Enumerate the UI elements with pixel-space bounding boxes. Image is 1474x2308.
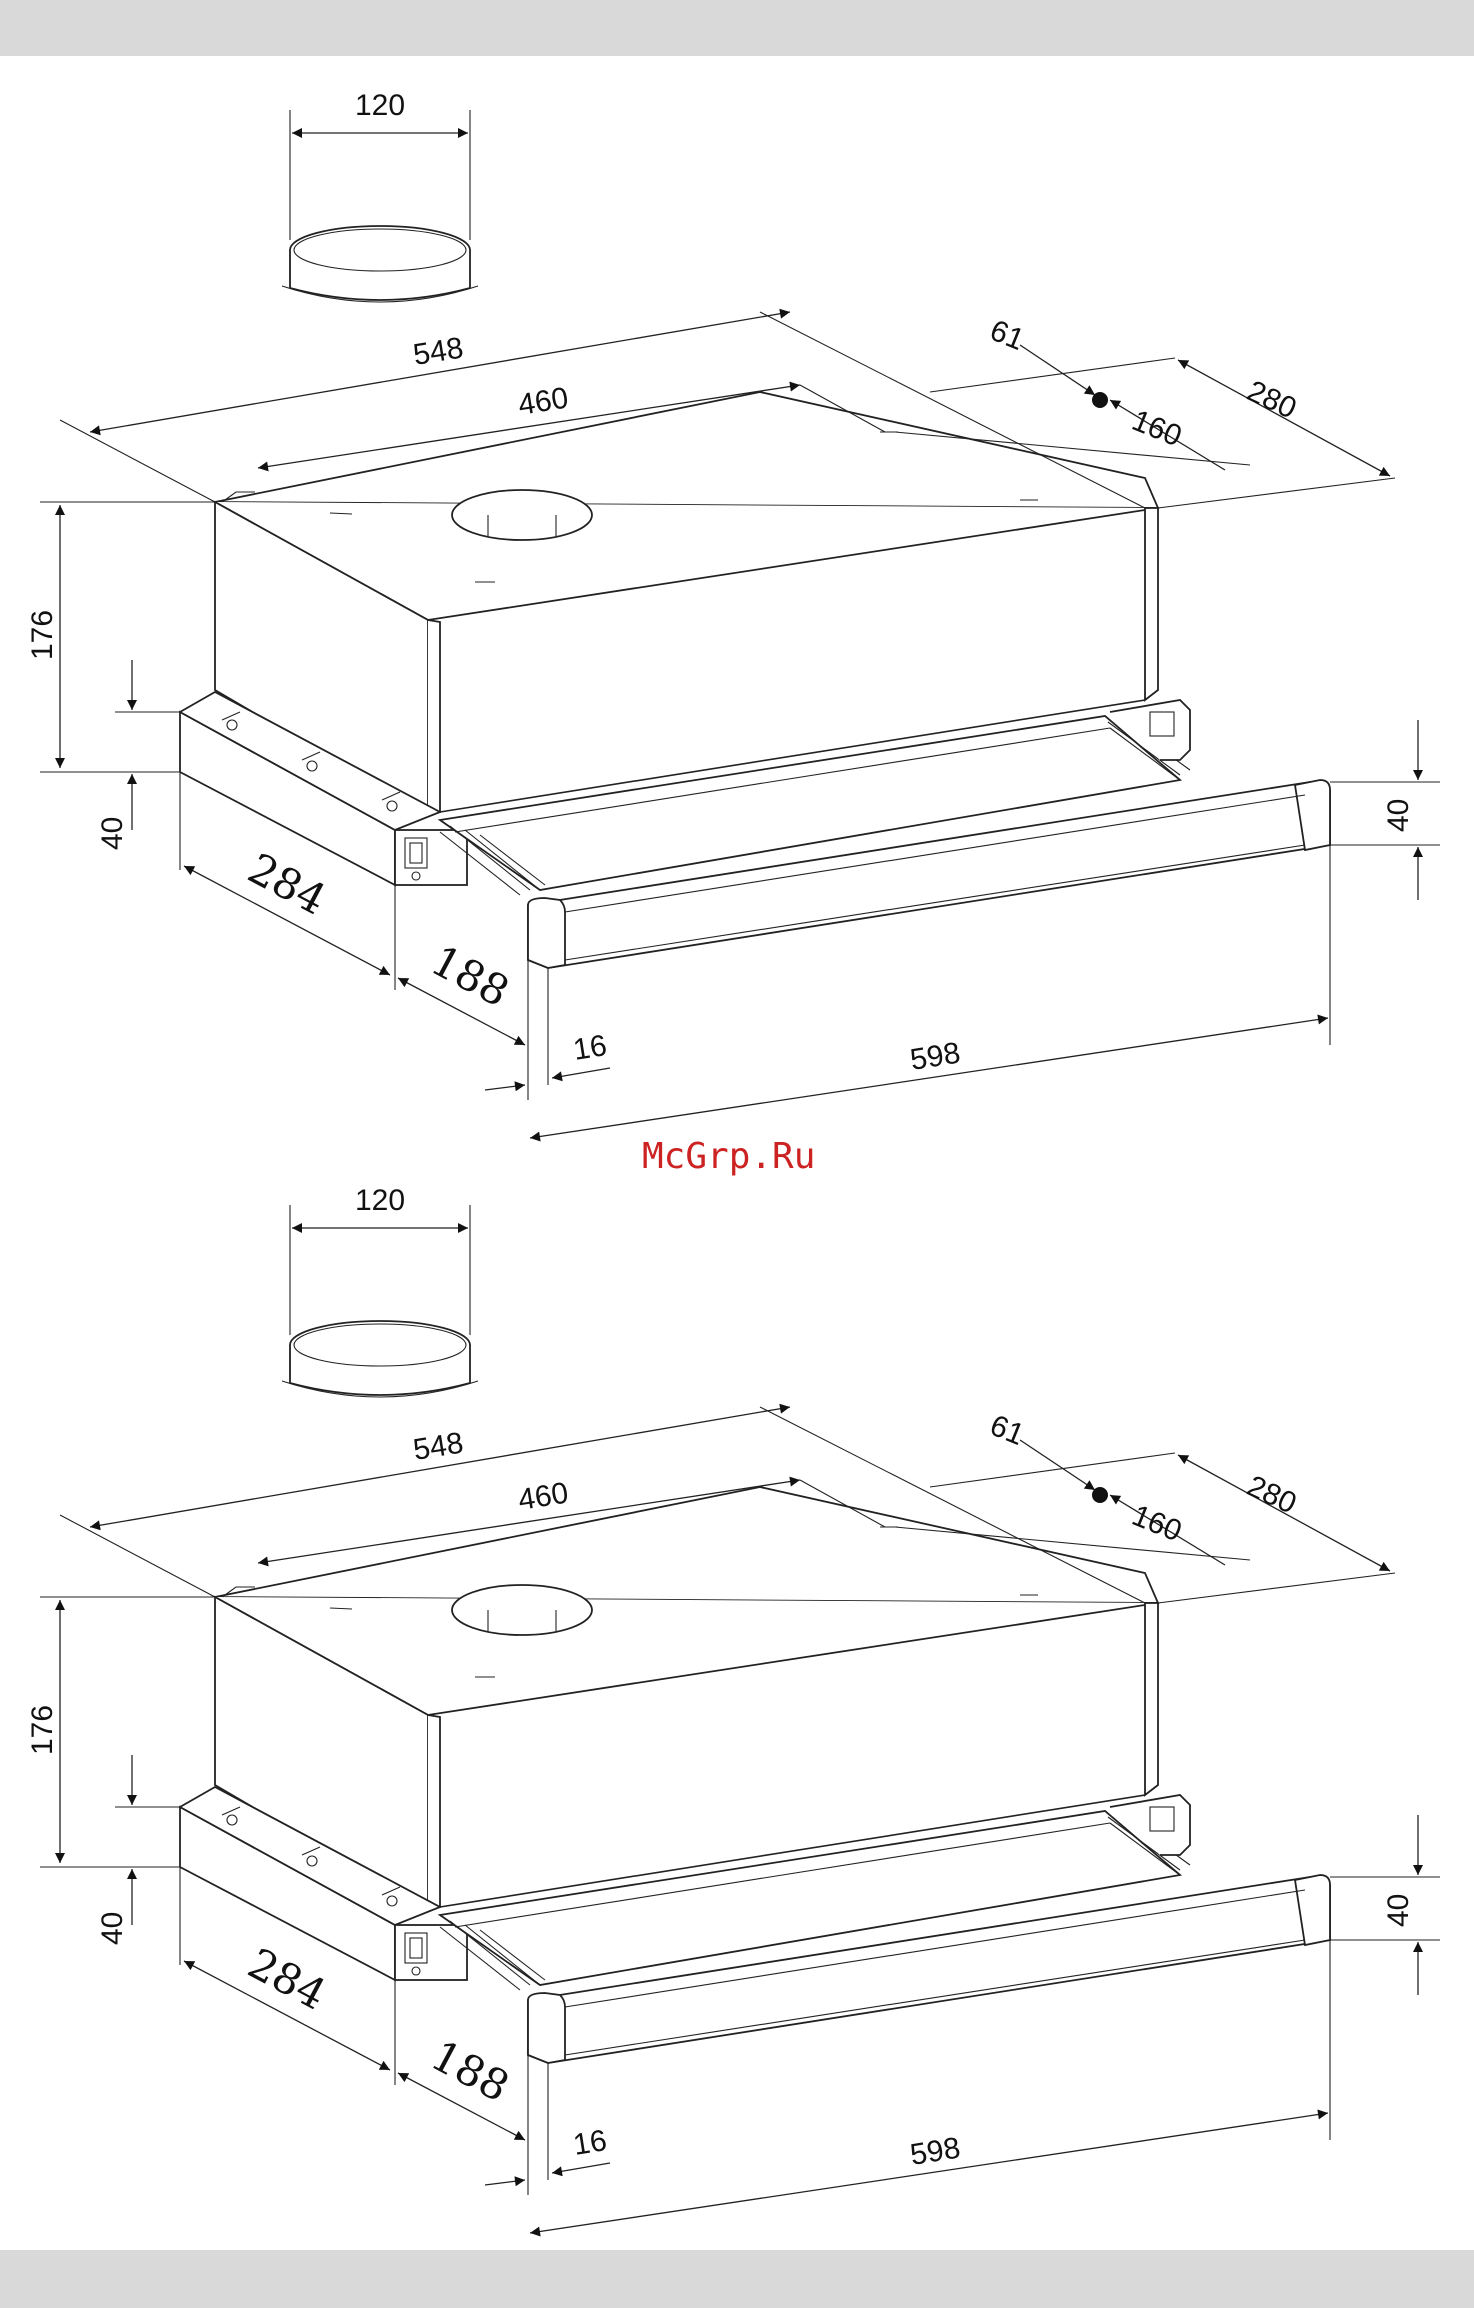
dim-width-top-label: 548 — [411, 1426, 466, 1466]
dim-lip-label: 16 — [571, 1029, 609, 1067]
dim-duct-label: 120 — [355, 89, 405, 122]
dim-depth-left-label: 284 — [240, 1939, 334, 2020]
dim-offset-b-label: 160 — [1127, 404, 1186, 453]
dim-width-top-label: 548 — [411, 331, 466, 371]
hood-view-upper: 120 548 460 61 160 280 — [26, 89, 1440, 1138]
dim-front-w-label: 598 — [908, 1036, 963, 1076]
dim-lip-label: 16 — [571, 2124, 609, 2162]
watermark-text: McGrp.Ru — [642, 1136, 815, 1177]
dim-offset-a-label: 61 — [985, 314, 1028, 357]
dim-duct-label: 120 — [355, 1184, 405, 1217]
duct-collar — [282, 1321, 478, 1397]
dim-height-label: 176 — [26, 610, 59, 660]
dim-offset-b-label: 160 — [1127, 1499, 1186, 1548]
dim-height-label: 176 — [26, 1705, 59, 1755]
dim-center-span-label: 460 — [516, 381, 571, 421]
dim-depth-right-label: 280 — [1242, 374, 1301, 425]
duct-collar — [282, 226, 478, 302]
origin-point-icon — [1092, 392, 1108, 408]
dim-front-h-label: 40 — [96, 1912, 129, 1945]
dim-center-span-label: 460 — [516, 1476, 571, 1516]
origin-point-icon — [1092, 1487, 1108, 1503]
dim-depth-left-label: 284 — [240, 844, 334, 925]
dim-depth-right-label: 280 — [1242, 1469, 1301, 1520]
dim-front-h-label: 40 — [96, 817, 129, 850]
hood-view-lower: 120 548 460 61 160 280 — [26, 1184, 1440, 2233]
dim-offset-a-label: 61 — [985, 1409, 1028, 1452]
dim-slide-label: 188 — [423, 936, 517, 1017]
dim-front-w-label: 598 — [908, 2131, 963, 2171]
dim-slide-label: 188 — [423, 2031, 517, 2112]
dim-right-h-label: 40 — [1382, 799, 1415, 832]
dim-right-h-label: 40 — [1382, 1894, 1415, 1927]
